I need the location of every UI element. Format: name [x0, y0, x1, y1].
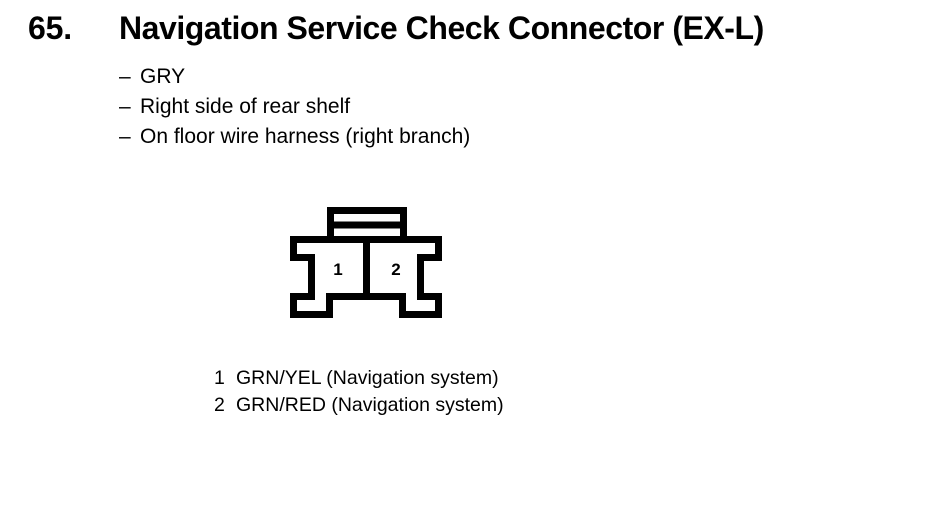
spec-item: –On floor wire harness (right branch): [119, 122, 719, 152]
legend-pin-description: GRN/YEL (Navigation system): [236, 367, 499, 389]
connector-body-outline: [290, 236, 442, 318]
legend-pin-number: 2: [214, 394, 225, 416]
dash-bullet-icon: –: [119, 125, 131, 148]
spec-item: –Right side of rear shelf: [119, 92, 719, 122]
dash-bullet-icon: –: [119, 65, 131, 88]
pin-legend: 1 GRN/YEL (Navigation system) 2 GRN/RED (N…: [214, 365, 714, 419]
legend-row: 2 GRN/RED (Navigation system): [214, 392, 714, 419]
legend-pin-description: GRN/RED (Navigation system): [236, 394, 504, 416]
spec-item-label: GRY: [140, 65, 186, 88]
connector-spec-list: –GRY –Right side of rear shelf –On floor…: [119, 62, 719, 152]
legend-row: 1 GRN/YEL (Navigation system): [214, 365, 714, 392]
page-title: Navigation Service Check Connector (EX-L…: [119, 10, 764, 46]
cavity-label-2: 2: [391, 260, 400, 279]
connector-diagram: 1 2: [286, 202, 446, 320]
spec-item: –GRY: [119, 62, 719, 92]
dash-bullet-icon: –: [119, 95, 131, 118]
spec-item-label: On floor wire harness (right branch): [140, 125, 471, 148]
page-header: 65. Navigation Service Check Connector (…: [0, 8, 944, 54]
connector-outline-svg: 1 2: [290, 207, 442, 318]
spec-item-label: Right side of rear shelf: [140, 95, 351, 118]
section-number: 65.: [28, 10, 72, 46]
legend-pin-number: 1: [214, 367, 225, 389]
connector-shell: [290, 207, 442, 318]
cavity-label-1: 1: [333, 260, 342, 279]
